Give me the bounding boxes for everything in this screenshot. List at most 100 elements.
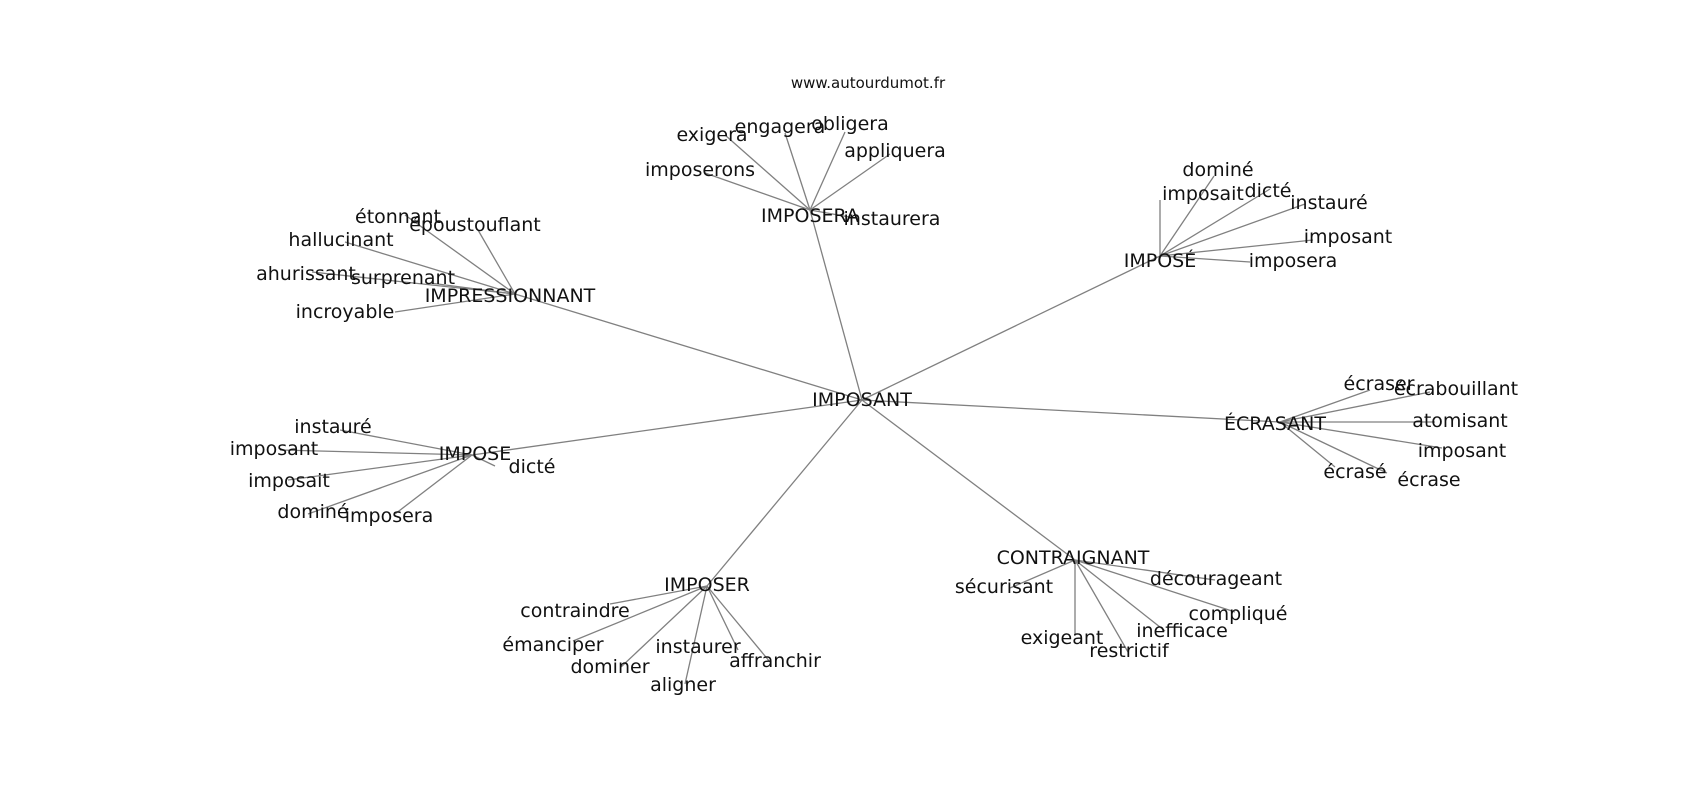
hub-node-imposer[interactable]: IMPOSER	[664, 574, 750, 596]
edge-imposer-instaurer	[706, 585, 739, 651]
hub-node-contraignant[interactable]: CONTRAIGNANT	[997, 547, 1150, 569]
edge-impose-imposait	[287, 454, 473, 481]
leaf-node-impressionnant-surprenant[interactable]: surprenant	[351, 267, 455, 289]
leaf-node-ecrasant-ecrabouillant[interactable]: écrabouillant	[1394, 378, 1518, 400]
hub-node-ecrasant[interactable]: ÉCRASANT	[1224, 412, 1326, 435]
edge-center-imposera	[809, 209, 863, 401]
edge-impose-dicte	[1159, 188, 1271, 257]
leaf-node-impressionnant-epoustouflant[interactable]: époustouflant	[409, 214, 541, 236]
edge-center-imposer	[706, 399, 863, 587]
edge-impose-domine	[1159, 175, 1215, 257]
hub-node-imposera[interactable]: IMPOSERA	[761, 205, 859, 227]
leaf-node-contraignant-securisant[interactable]: sécurisant	[955, 576, 1053, 598]
edge-impose-dicte	[471, 454, 496, 467]
leaf-node-impose-imposant[interactable]: imposant	[230, 438, 319, 460]
edge-imposer-contraindre	[609, 585, 708, 605]
edge-impressionnant-ahurissant	[311, 271, 516, 295]
leaf-node-imposer-dominer[interactable]: dominer	[570, 656, 649, 678]
leaf-node-impose-imposera[interactable]: imposera	[345, 505, 434, 527]
edge-ecrasant-ecrabouillant	[1279, 391, 1431, 423]
leaf-node-impose-imposait[interactable]: imposait	[248, 470, 330, 492]
edge-contraignant-decourageant	[1074, 559, 1216, 581]
leaf-node-ecrasant-ecrase[interactable]: écrasé	[1323, 461, 1386, 483]
leaf-node-impose-instaure[interactable]: instauré	[294, 416, 371, 438]
edge-ecrasant-ecrase	[1279, 421, 1336, 468]
leaf-node-impressionnant-ahurissant[interactable]: ahurissant	[256, 263, 356, 285]
leaf-node-imposera-appliquera[interactable]: appliquera	[844, 140, 946, 162]
edge-impressionnant-etonnant	[404, 214, 516, 295]
edge-contraignant-inefficace	[1074, 559, 1166, 632]
edge-impose-domine	[307, 454, 473, 515]
edge-imposer-emanciper	[572, 585, 708, 642]
edge-imposer-affranchir	[706, 585, 771, 663]
edge-imposera-instaurera	[809, 209, 856, 219]
edge-imposera-obligera	[809, 131, 846, 211]
leaf-node-imposera-engagera[interactable]: engagera	[735, 116, 826, 138]
hub-node-impressionnant[interactable]: IMPRESSIONNANT	[425, 285, 596, 307]
edge-imposera-imposerons	[704, 172, 811, 211]
edge-imposera-appliquera	[809, 153, 891, 211]
edge-imposera-exigera	[724, 134, 811, 211]
edge-impose-imposant	[1159, 239, 1314, 257]
edge-contraignant-securisant	[1009, 559, 1076, 589]
edge-center-impose	[861, 255, 1161, 401]
edge-imposer-aligner	[684, 585, 708, 685]
graph-edges	[279, 131, 1443, 685]
leaf-node-imposer-aligner[interactable]: aligner	[650, 674, 716, 696]
leaf-node-ecrasant-ecrase[interactable]: écrase	[1397, 469, 1460, 491]
leaf-node-impose-imposera[interactable]: imposera	[1249, 250, 1338, 272]
edge-ecrasant-imposant	[1279, 421, 1443, 449]
edge-impressionnant-epoustouflant	[477, 229, 516, 295]
leaf-node-contraignant-decourageant[interactable]: décourageant	[1150, 568, 1282, 590]
leaf-node-impressionnant-incroyable[interactable]: incroyable	[296, 301, 395, 323]
leaf-node-impose-dicte[interactable]: dicté	[1245, 180, 1292, 202]
hub-node-impose[interactable]: IMPOSE	[439, 443, 511, 465]
hub-node-impose[interactable]: IMPOSÉ	[1124, 249, 1196, 272]
leaf-node-impose-imposant[interactable]: imposant	[1304, 226, 1393, 248]
leaf-node-impose-dicte[interactable]: dicté	[509, 456, 556, 478]
leaf-node-imposera-exigera[interactable]: exigera	[676, 124, 747, 146]
edge-ecrasant-ecraser	[1279, 389, 1371, 423]
leaf-node-imposer-contraindre[interactable]: contraindre	[520, 600, 629, 622]
leaf-node-contraignant-inefficace[interactable]: inefficace	[1136, 620, 1228, 642]
leaf-node-imposer-affranchir[interactable]: affranchir	[729, 650, 821, 672]
edge-impressionnant-hallucinant	[344, 241, 516, 295]
leaf-node-ecrasant-atomisant[interactable]: atomisant	[1412, 410, 1508, 432]
edge-imposer-dominer	[620, 585, 708, 668]
edge-imposera-engagera	[784, 132, 811, 211]
center-node[interactable]: IMPOSANT	[812, 389, 912, 411]
leaf-node-contraignant-complique[interactable]: compliqué	[1189, 603, 1288, 625]
edge-impose-instaure	[339, 429, 473, 456]
edge-impressionnant-surprenant	[429, 282, 516, 295]
leaf-node-imposer-emanciper[interactable]: émanciper	[502, 634, 603, 656]
edge-impose-imposera	[1159, 255, 1251, 263]
edge-center-impose	[471, 399, 863, 456]
edge-center-contraignant	[861, 399, 1076, 561]
leaf-node-impressionnant-etonnant[interactable]: étonnant	[355, 206, 441, 228]
leaf-node-ecrasant-ecraser[interactable]: écraser	[1344, 373, 1415, 395]
leaf-node-impose-imposait[interactable]: imposait	[1162, 183, 1244, 205]
source-watermark: www.autourdumot.fr	[791, 74, 946, 92]
edge-impose-instaure	[1159, 203, 1306, 257]
leaf-node-imposera-imposerons[interactable]: imposerons	[645, 159, 755, 181]
leaf-node-impressionnant-hallucinant[interactable]: hallucinant	[288, 229, 393, 251]
edge-impose-imposant	[279, 449, 473, 456]
leaf-node-contraignant-exigeant[interactable]: exigeant	[1021, 627, 1104, 649]
edge-ecrasant-ecrase	[1279, 421, 1388, 474]
leaf-node-impose-domine[interactable]: dominé	[277, 501, 348, 523]
edge-contraignant-complique	[1074, 559, 1236, 613]
leaf-node-ecrasant-imposant[interactable]: imposant	[1418, 440, 1507, 462]
leaf-node-contraignant-restrictif[interactable]: restrictif	[1089, 640, 1170, 662]
leaf-node-imposer-instaurer[interactable]: instaurer	[655, 636, 740, 658]
edge-contraignant-restrictif	[1074, 559, 1129, 653]
edge-center-impressionnant	[514, 293, 863, 401]
leaf-node-imposera-instaurera[interactable]: instaurera	[844, 208, 941, 230]
edge-impose-imposera	[394, 454, 473, 515]
leaf-node-imposera-obligera[interactable]: obligera	[811, 113, 888, 135]
edge-impressionnant-incroyable	[394, 293, 516, 313]
leaf-node-impose-domine[interactable]: dominé	[1182, 159, 1253, 181]
leaf-node-impose-instaure[interactable]: instauré	[1290, 192, 1367, 214]
edge-center-ecrasant	[861, 399, 1281, 423]
